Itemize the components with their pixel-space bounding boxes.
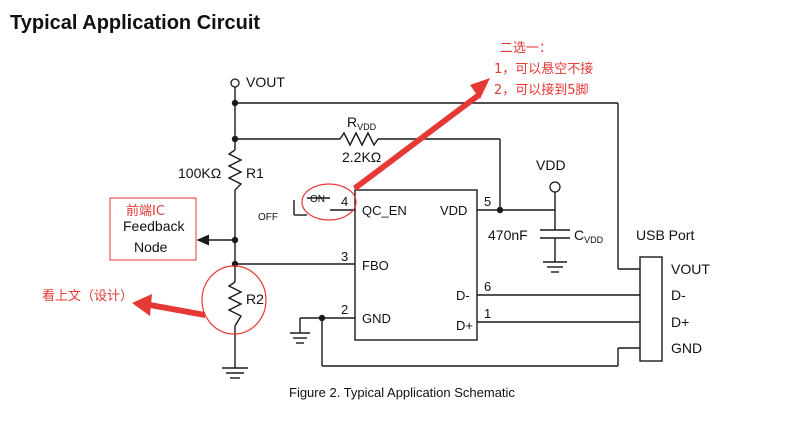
annotation-line-1: 二选一： bbox=[500, 41, 552, 56]
vdd-supply-label: VDD bbox=[536, 157, 566, 173]
r2-note-annotation: 看上文（设计） bbox=[42, 288, 133, 304]
pin-1-name: D+ bbox=[456, 318, 473, 333]
pin-1-number: 1 bbox=[484, 306, 491, 321]
pin-2-number: 2 bbox=[341, 302, 348, 317]
usb-pin-dminus: D- bbox=[671, 287, 686, 303]
r1-resistor bbox=[227, 149, 243, 191]
pin-6-name: D- bbox=[456, 288, 470, 303]
vout-top-wire bbox=[235, 102, 640, 270]
switch-off-label: OFF bbox=[258, 212, 278, 223]
rvdd-label: RVDD bbox=[347, 114, 377, 132]
pin-3-name: FBO bbox=[362, 258, 389, 273]
annotation-line-3: 2，可以接到5脚 bbox=[494, 82, 589, 98]
feedback-box bbox=[109, 197, 197, 261]
switch-on-label: ON bbox=[310, 194, 325, 205]
annotation-line-2: 1，可以悬空不接 bbox=[494, 61, 593, 77]
qc-en-switch bbox=[293, 197, 355, 216]
rvdd-value: 2.2KΩ bbox=[342, 149, 381, 165]
ground-symbol-bottom bbox=[222, 367, 248, 379]
ic-body bbox=[354, 189, 478, 341]
vout-terminal bbox=[230, 78, 240, 88]
usb-pin-gnd: GND bbox=[671, 340, 702, 356]
top-red-arrow bbox=[353, 78, 490, 191]
r2-label: R2 bbox=[246, 291, 264, 307]
cap-value: 470nF bbox=[488, 227, 528, 243]
pin-2-name: GND bbox=[362, 311, 391, 326]
cvdd-label: CVDD bbox=[574, 227, 604, 245]
vdd-supply-terminal bbox=[549, 181, 561, 193]
pin-6-number: 6 bbox=[484, 279, 491, 294]
usb-pin-dplus: D+ bbox=[671, 314, 689, 330]
vout-label: VOUT bbox=[246, 74, 285, 90]
pin-4-name: QC_EN bbox=[362, 203, 407, 218]
r1-value: 100KΩ bbox=[178, 165, 221, 181]
usb-port-body bbox=[639, 256, 663, 362]
gnd-pin-wires bbox=[290, 317, 640, 367]
figure-caption: Figure 2. Typical Application Schematic bbox=[289, 385, 515, 400]
rvdd-wire bbox=[235, 131, 501, 210]
qc-en-highlight-ellipse bbox=[301, 183, 357, 221]
pin-5-name: VDD bbox=[440, 203, 467, 218]
left-red-arrow bbox=[132, 294, 205, 318]
r1-label: R1 bbox=[246, 165, 264, 181]
page-title: Typical Application Circuit bbox=[10, 12, 260, 34]
feedback-label: Feedback bbox=[123, 218, 185, 234]
pin-4-number: 4 bbox=[341, 194, 348, 209]
pin-3-number: 3 bbox=[341, 249, 348, 264]
usb-port-title: USB Port bbox=[636, 227, 694, 243]
r2-highlight-ellipse bbox=[201, 265, 267, 335]
r2-resistor bbox=[227, 281, 243, 327]
usb-pin-vout: VOUT bbox=[671, 261, 710, 277]
cvdd-capacitor bbox=[540, 192, 570, 273]
front-ic-annotation: 前端IC bbox=[126, 203, 165, 219]
pin-5-number: 5 bbox=[484, 194, 491, 209]
node-label: Node bbox=[134, 239, 168, 255]
